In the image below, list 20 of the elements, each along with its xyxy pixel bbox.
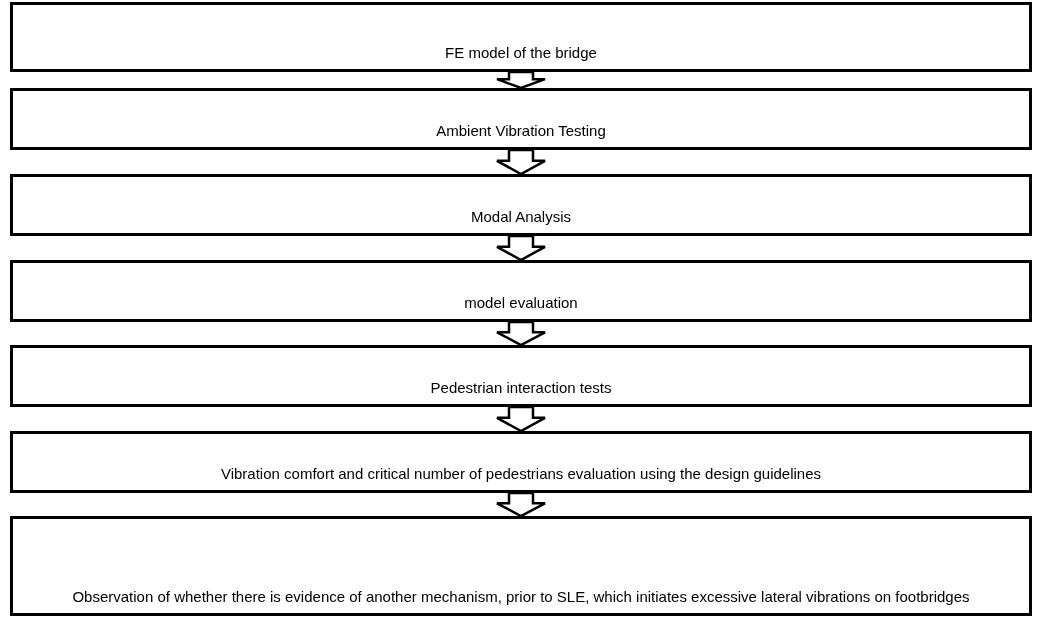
process-box bbox=[10, 345, 1032, 407]
box-label: Modal Analysis bbox=[470, 207, 572, 227]
block-arrow bbox=[495, 491, 547, 518]
block-arrow bbox=[495, 234, 547, 262]
box-label: Observation of whether there is evidence of another mechanism, prior to SLE, which initiates excessive lateral vibrations on footbridges bbox=[72, 587, 970, 607]
block-arrow bbox=[495, 320, 547, 347]
block-arrow bbox=[495, 405, 547, 433]
process-box bbox=[10, 2, 1032, 72]
process-box bbox=[10, 174, 1032, 236]
box-label: FE model of the bridge bbox=[445, 43, 597, 63]
block-arrow bbox=[495, 70, 547, 90]
box-label: model evaluation bbox=[464, 293, 578, 313]
block-arrow bbox=[495, 148, 547, 176]
box-label: Ambient Vibration Testing bbox=[436, 121, 606, 141]
process-box bbox=[10, 516, 1032, 616]
process-box bbox=[10, 260, 1032, 322]
process-box bbox=[10, 88, 1032, 150]
process-box bbox=[10, 431, 1032, 493]
box-label: Pedestrian interaction tests bbox=[430, 378, 612, 398]
box-label: Vibration comfort and critical number of pedestrians evaluation using the design guidelines bbox=[220, 464, 822, 484]
